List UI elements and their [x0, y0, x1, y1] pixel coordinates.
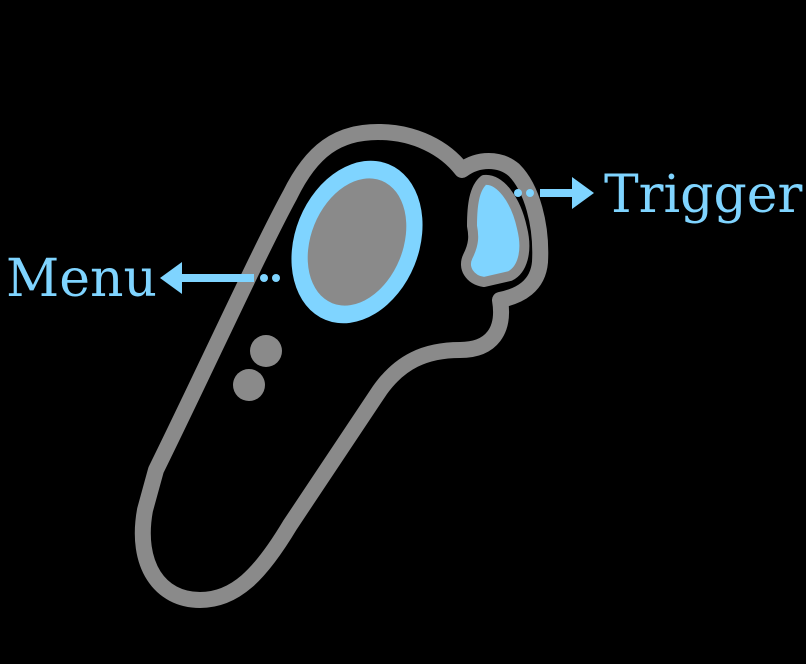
menu-button-icon [291, 160, 423, 324]
trigger-button-icon [461, 174, 530, 287]
menu-label: Menu [6, 249, 157, 309]
trigger-label: Trigger [604, 165, 803, 225]
controller-body [134, 124, 549, 608]
menu-arrow [160, 262, 280, 294]
small-button-icon [250, 335, 282, 367]
small-button-icon [233, 369, 265, 401]
trigger-arrow [514, 177, 594, 209]
